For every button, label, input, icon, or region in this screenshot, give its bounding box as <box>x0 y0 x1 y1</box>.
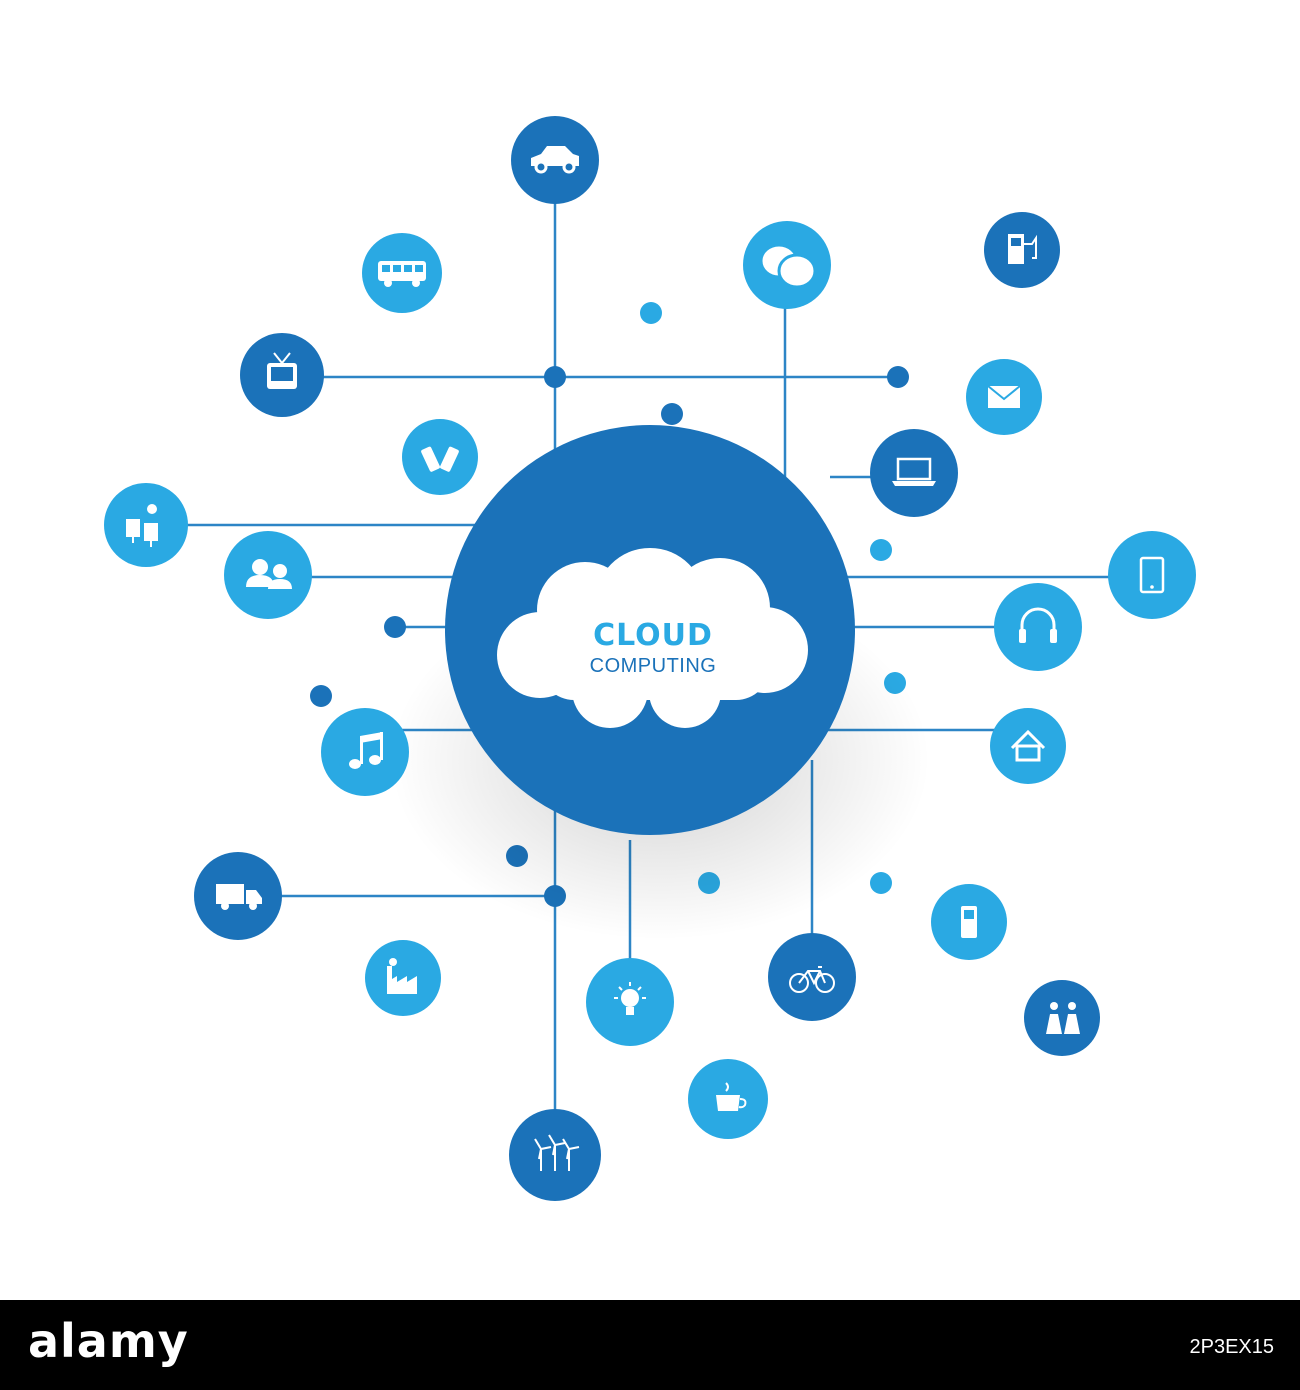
floating-dot <box>870 872 892 894</box>
floating-dot <box>310 685 332 707</box>
node-bulb <box>586 958 674 1046</box>
node-headphones <box>994 583 1082 671</box>
mail-icon <box>987 385 1021 408</box>
floating-dot <box>870 539 892 561</box>
power-plant-icon <box>1046 1002 1080 1034</box>
node-tv <box>240 333 324 417</box>
mobile-phones-icon <box>421 446 459 472</box>
node-coffee <box>688 1059 768 1139</box>
node-laptop <box>870 429 958 517</box>
node-circle <box>994 583 1082 671</box>
node-circle <box>224 531 312 619</box>
node-cellphone <box>931 884 1007 960</box>
node-chat <box>743 221 831 309</box>
car-icon <box>531 146 579 174</box>
node-circle <box>1024 980 1100 1056</box>
laptop-icon <box>892 457 936 486</box>
cloud-computing-diagram: CLOUD COMPUTING <box>104 116 1196 1201</box>
bus-icon <box>378 261 426 287</box>
node-circle <box>402 419 478 495</box>
node-mobiles <box>402 419 478 495</box>
diagram-title: CLOUD <box>593 618 713 653</box>
node-wind <box>509 1109 601 1201</box>
light-bulb-icon <box>614 982 646 1015</box>
alamy-logo[interactable]: alamy <box>28 1314 189 1368</box>
node-circle <box>321 708 409 796</box>
home-icon <box>1010 729 1046 762</box>
floating-dot <box>661 403 683 425</box>
chat-bubbles-icon <box>759 243 817 289</box>
node-circle <box>1108 531 1196 619</box>
node-bicycle <box>768 933 856 1021</box>
headphones-icon <box>1019 607 1057 643</box>
node-mail <box>966 359 1042 435</box>
diagram-subtitle: COMPUTING <box>590 655 717 677</box>
node-truck <box>194 852 282 940</box>
node-users <box>224 531 312 619</box>
node-powerplant <box>1024 980 1100 1056</box>
node-circle <box>365 940 441 1016</box>
node-circle <box>870 429 958 517</box>
coffee-cup-icon <box>716 1082 747 1111</box>
node-factory <box>365 940 441 1016</box>
junction-dot <box>544 366 566 388</box>
junction-dot <box>384 616 406 638</box>
footer-bar: alamy 2P3EX15 <box>0 1300 1300 1390</box>
cloud-shape <box>497 548 808 728</box>
bicycle-icon <box>789 966 835 993</box>
node-music <box>321 708 409 796</box>
tablet-icon <box>1139 556 1165 594</box>
music-note-icon <box>349 732 383 769</box>
node-solar <box>104 483 188 567</box>
cloud-hub: CLOUD COMPUTING <box>390 425 930 940</box>
icon-nodes <box>104 116 1196 1201</box>
node-car <box>511 116 599 204</box>
tv-icon <box>267 352 297 389</box>
junction-dot <box>887 366 909 388</box>
floating-dot <box>640 302 662 324</box>
node-fuel <box>984 212 1060 288</box>
fuel-station-icon <box>1008 234 1037 264</box>
factory-icon <box>387 958 417 994</box>
node-home <box>990 708 1066 784</box>
truck-icon <box>216 884 262 910</box>
solar-panel-icon <box>126 504 158 547</box>
node-bus <box>362 233 442 313</box>
cell-phone-icon <box>961 906 977 938</box>
image-id: 2P3EX15 <box>1189 1336 1274 1358</box>
wind-turbines-icon <box>534 1134 580 1171</box>
users-icon <box>246 559 292 589</box>
node-tablet <box>1108 531 1196 619</box>
